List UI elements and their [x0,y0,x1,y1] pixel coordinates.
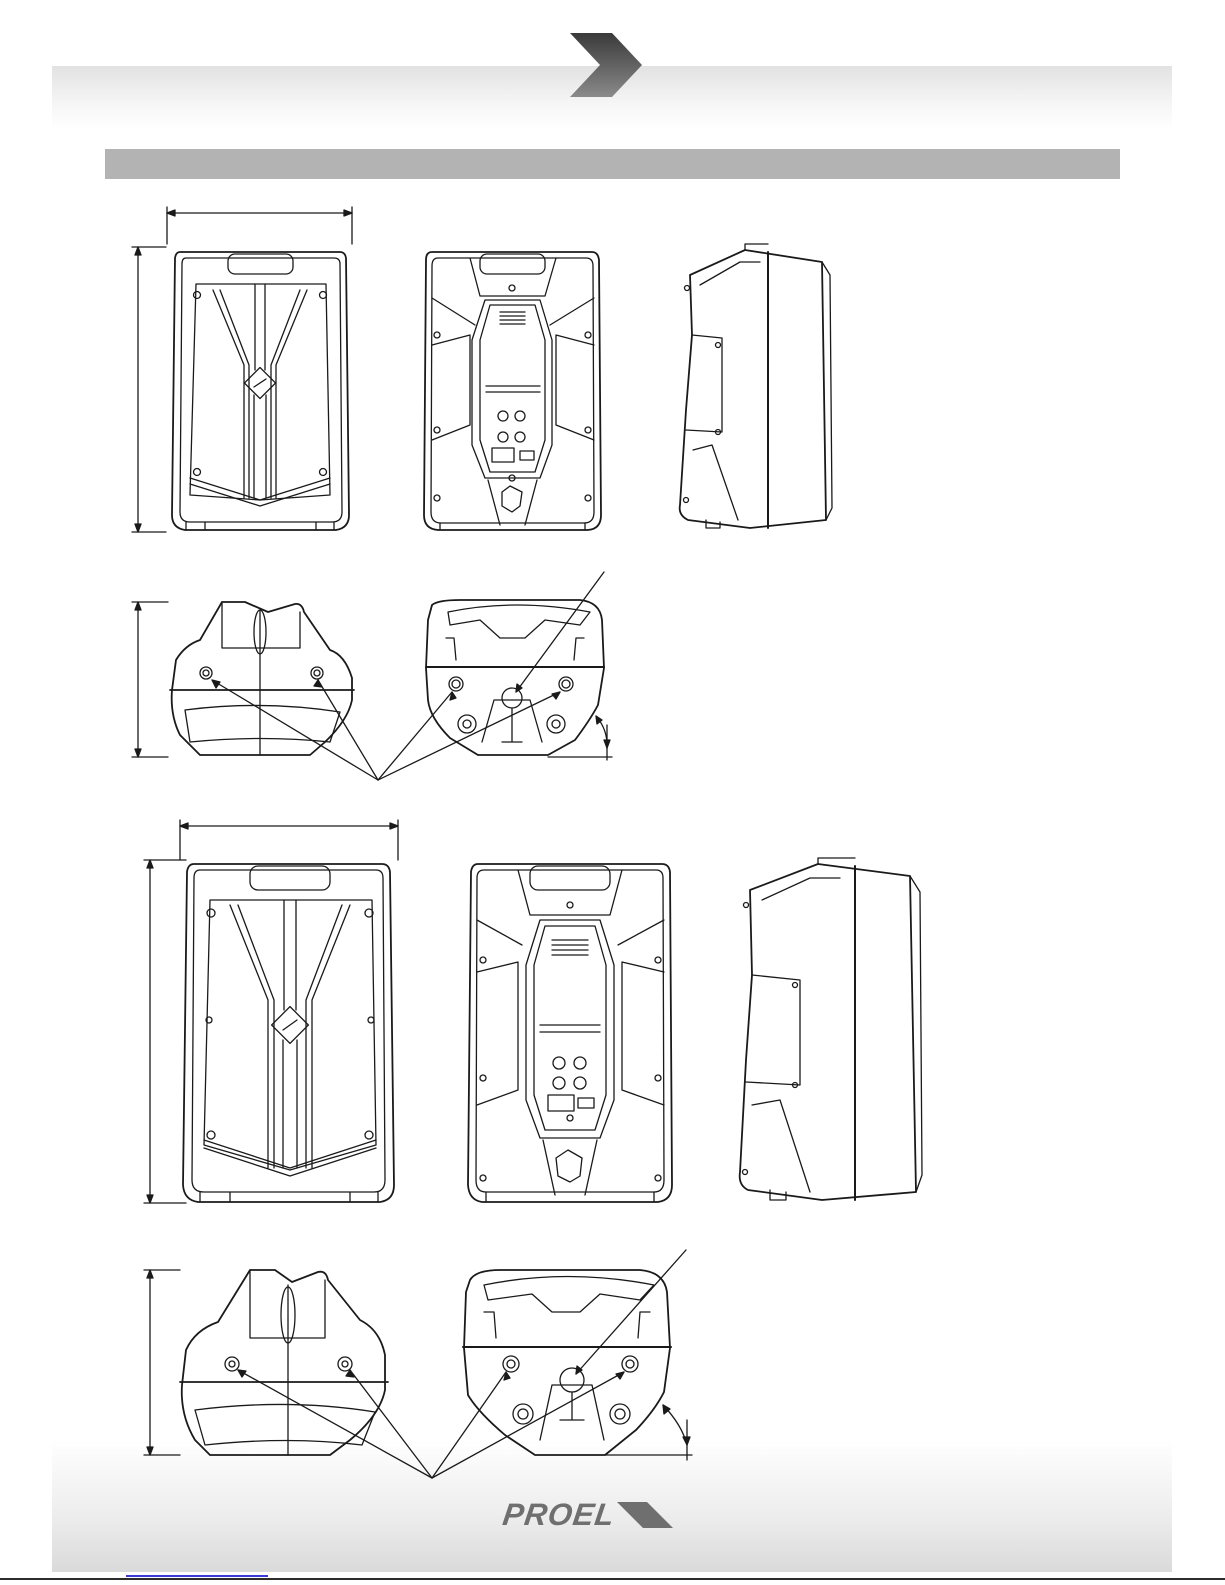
small-leader-lines [212,572,604,780]
large-front-view [183,864,394,1202]
footer-rule [0,1578,1225,1580]
footer-link-underline[interactable] [126,1575,268,1577]
small-side-view [680,244,832,528]
small-top-height-dimension [132,602,168,757]
large-top-height-dimension [144,1270,180,1455]
large-side-view [740,858,922,1200]
small-top-view [170,602,354,755]
small-front-view [172,252,349,530]
large-rear-view [468,864,672,1202]
small-rear-view [424,252,601,530]
large-bottom-view [463,1270,692,1460]
small-width-dimension [167,207,352,244]
large-width-dimension [180,820,398,860]
large-height-dimension [144,860,186,1203]
small-height-dimension [132,247,166,532]
small-bottom-view [426,600,612,760]
logo-chevron-icon [617,1502,673,1528]
large-top-view [180,1270,388,1455]
proel-logo: PROEL [503,1497,673,1533]
brand-wordmark: PROEL [500,1497,617,1533]
